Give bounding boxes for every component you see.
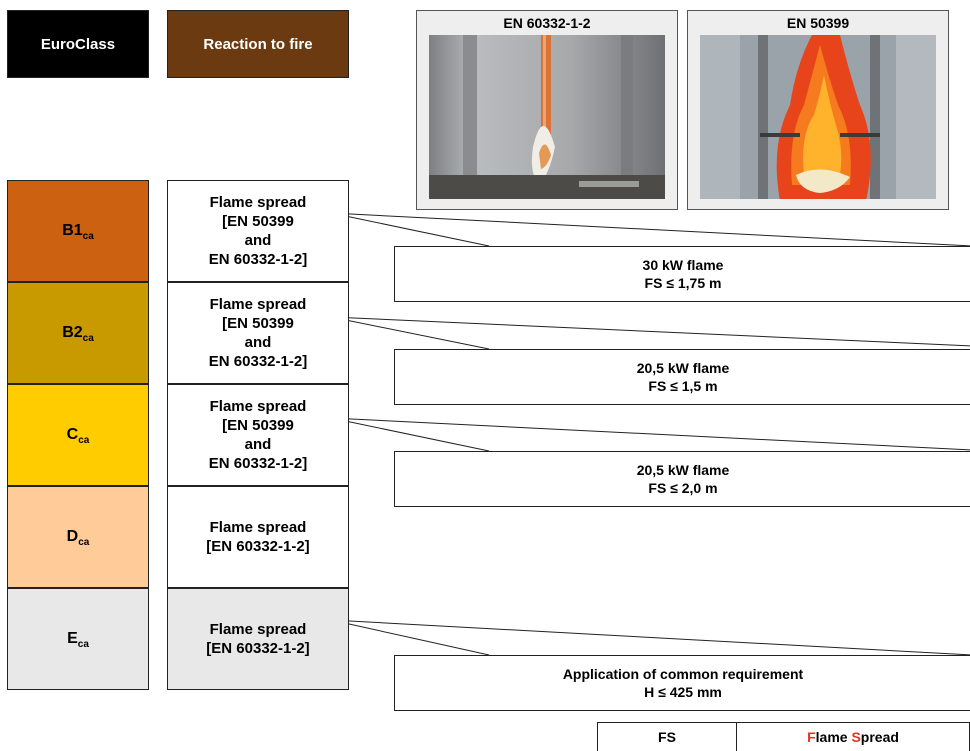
- reaction-to-fire-header: Reaction to fire: [167, 10, 349, 78]
- class-b2-cell: B2ca: [7, 282, 149, 384]
- callout-e: [330, 619, 970, 656]
- class-c-cell: Cca: [7, 384, 149, 486]
- class-label: Cca: [66, 426, 90, 446]
- class-label: B2ca: [62, 324, 94, 344]
- test-method-e: Flame spread[EN 60332-1-2]: [167, 588, 349, 690]
- class-label: B1ca: [62, 222, 94, 242]
- class-d-cell: Dca: [7, 486, 149, 588]
- photo-en-50399: EN 50399: [687, 10, 949, 210]
- photo-en-60332: EN 60332-1-2: [416, 10, 678, 210]
- callout-b2: [330, 316, 970, 350]
- class-label: Dca: [66, 528, 90, 548]
- cable-test-photo-icon: [429, 35, 665, 199]
- fire-test-photo-icon: [700, 35, 936, 199]
- callout-c: [330, 417, 970, 452]
- photo-caption: EN 50399: [786, 15, 850, 31]
- test-method-d: Flame spread[EN 60332-1-2]: [167, 486, 349, 588]
- class-label: Eca: [67, 630, 89, 650]
- class-b1-cell: B1ca: [7, 180, 149, 282]
- class-e-cell: Eca: [7, 588, 149, 690]
- legend-abbr: FS: [598, 723, 737, 751]
- callout-b1: [330, 212, 970, 247]
- euroclass-header: EuroClass: [7, 10, 149, 78]
- photo-caption: EN 60332-1-2: [503, 15, 591, 31]
